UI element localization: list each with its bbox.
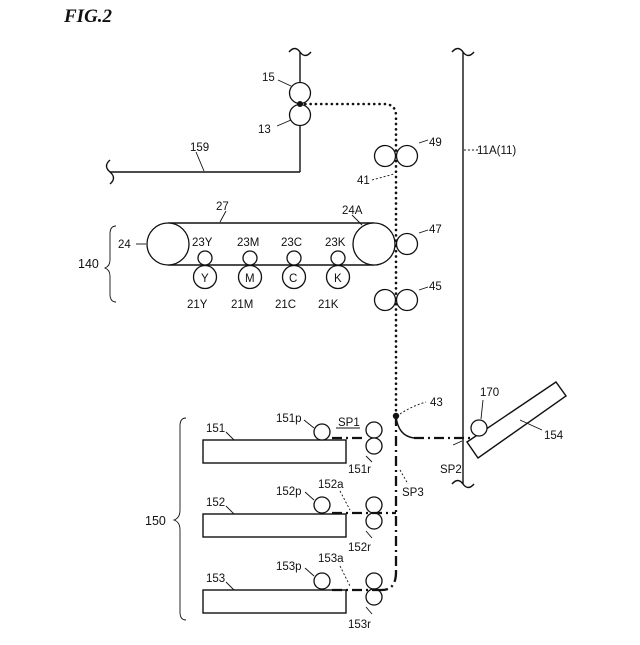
figure-title: FIG.2 xyxy=(64,6,112,28)
roller-pair-49 xyxy=(375,146,418,167)
label-23c: 23C xyxy=(281,237,302,249)
label-21m: 21M xyxy=(231,299,253,311)
label-152p: 152p xyxy=(276,486,302,498)
pickup-151p xyxy=(314,424,330,440)
label-159: 159 xyxy=(190,142,209,154)
roller-24 xyxy=(147,223,189,265)
label-151: 151 xyxy=(206,423,225,435)
brace-150 xyxy=(174,418,186,620)
roller-13 xyxy=(290,105,311,126)
roller-23y xyxy=(198,251,212,265)
label-43: 43 xyxy=(430,397,443,409)
label-23m: 23M xyxy=(237,237,259,249)
label-140: 140 xyxy=(78,257,99,271)
label-170: 170 xyxy=(480,387,499,399)
roller-pair-47 xyxy=(397,234,418,255)
label-153r: 153r xyxy=(348,619,371,631)
leader-lines xyxy=(136,80,542,614)
label-c: C xyxy=(289,273,297,285)
roller-23m xyxy=(243,251,257,265)
label-23k: 23K xyxy=(325,237,346,249)
label-41: 41 xyxy=(357,175,370,187)
label-24: 24 xyxy=(118,239,131,251)
label-sp2: SP2 xyxy=(440,464,462,476)
label-153: 153 xyxy=(206,573,225,585)
discharge-rollers xyxy=(107,49,312,185)
label-sp1: SP1 xyxy=(338,417,360,429)
cassette-153 xyxy=(203,573,382,613)
label-13: 13 xyxy=(258,124,271,136)
label-23y: 23Y xyxy=(192,237,213,249)
label-24a: 24A xyxy=(342,205,363,217)
label-153p: 153p xyxy=(276,561,302,573)
roller-15 xyxy=(290,83,311,104)
label-152a: 152a xyxy=(318,479,344,491)
label-45: 45 xyxy=(429,281,442,293)
label-k: K xyxy=(334,273,342,285)
pickup-152p xyxy=(314,497,330,513)
label-47: 47 xyxy=(429,224,442,236)
frame-line-11a xyxy=(452,49,474,488)
cassette-152 xyxy=(203,497,396,537)
path-sp3-bottom xyxy=(382,572,396,590)
roller-153r xyxy=(366,589,382,605)
label-150: 150 xyxy=(145,514,166,528)
label-151r: 151r xyxy=(348,464,371,476)
label-m: M xyxy=(245,273,255,285)
label-152r: 152r xyxy=(348,542,371,554)
roller-152r xyxy=(366,513,382,529)
roller-23c xyxy=(287,251,301,265)
label-21y: 21Y xyxy=(187,299,208,311)
pickup-153p xyxy=(314,573,330,589)
roller-24a xyxy=(353,223,395,265)
labels: 15 13 159 49 41 11A(11) 27 24A 24 47 23Y… xyxy=(78,72,564,631)
label-y: Y xyxy=(201,273,209,285)
label-152: 152 xyxy=(206,497,225,509)
label-15: 15 xyxy=(262,72,275,84)
label-21c: 21C xyxy=(275,299,296,311)
label-153a: 153a xyxy=(318,553,344,565)
label-151p: 151p xyxy=(276,413,302,425)
label-27: 27 xyxy=(216,201,229,213)
label-sp3: SP3 xyxy=(402,487,424,499)
label-11a: 11A(11) xyxy=(477,145,516,157)
merge-curve xyxy=(396,416,414,438)
label-21k: 21K xyxy=(318,299,339,311)
roller-151r xyxy=(366,438,382,454)
label-49: 49 xyxy=(429,137,442,149)
label-154: 154 xyxy=(544,430,564,442)
brace-140 xyxy=(105,226,116,302)
roller-23k xyxy=(331,251,345,265)
transfer-belt-27 xyxy=(147,223,395,289)
roller-170 xyxy=(471,420,487,436)
